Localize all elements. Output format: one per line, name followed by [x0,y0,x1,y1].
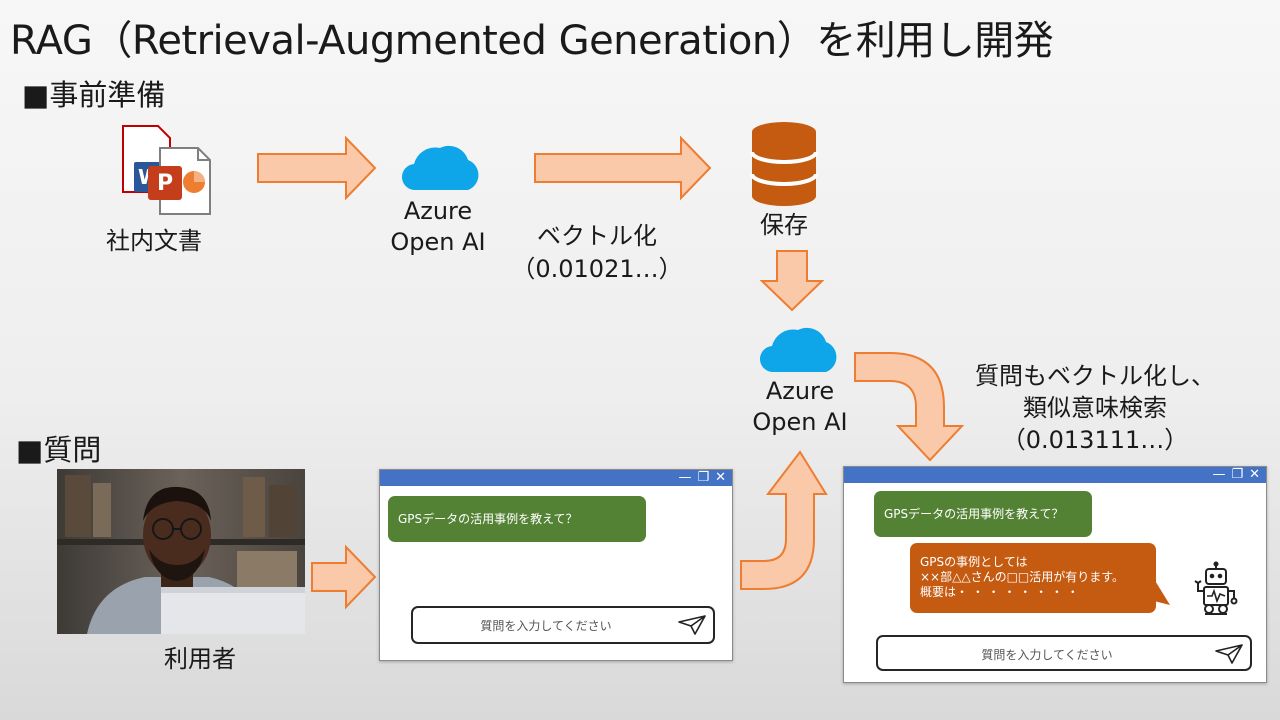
question-input[interactable] [423,614,669,638]
section-preparation: ■事前準備 [22,78,166,112]
page-title: RAG（Retrieval-Augmented Generation）を利用し開… [10,18,1054,64]
storage-label: 保存 [760,211,808,239]
ai-answer-bubble: GPSの事例としては ××部△△さんの□□活用が有ります。 概要は・ ・ ・ ・… [910,543,1156,613]
close-button[interactable]: ✕ [1249,467,1260,482]
section-question: ■質問 [16,433,102,467]
cloud-icon [401,145,479,191]
send-icon[interactable] [677,614,707,636]
arrow-chat-to-azure [740,450,828,590]
internal-documents-icon: W P [122,125,211,215]
close-button[interactable]: ✕ [715,470,726,485]
restore-button[interactable]: ❐ [697,470,710,485]
query-note-line-2: 類似意味検索 [1023,394,1167,422]
user-photo [57,469,305,634]
azure-openai-label-2: Azure Open AI [752,377,848,436]
powerpoint-document-icon: P [148,147,211,215]
azure-openai-label: Azure Open AI [390,197,486,256]
answer-bubble-tail [1154,579,1170,605]
arrow-storage-to-azure [759,250,825,312]
user-label: 利用者 [164,645,236,673]
vectorize-label: ベクトル化 [537,222,657,250]
question-input-box [876,635,1252,671]
robot-icon [1194,561,1238,615]
chat-window-answer: — ❐ ✕ GPSデータの活用事例を教えて？ GPSの事例としては ××部△△さ… [843,466,1267,683]
vector-value-1: （0.01021…） [511,255,683,283]
vector-value-2: （0.013111…） [1001,426,1189,454]
arrow-azure-to-storage [534,135,712,201]
internal-docs-label: 社内文書 [106,227,202,255]
user-question-bubble: GPSデータの活用事例を教えて？ [874,491,1092,537]
user-question-bubble: GPSデータの活用事例を教えて？ [388,496,646,542]
chat-window-question: — ❐ ✕ GPSデータの活用事例を教えて？ [379,469,733,661]
minimize-button[interactable]: — [678,470,692,485]
arrow-azure-to-answer [854,352,965,462]
minimize-button[interactable]: — [1212,467,1226,482]
send-icon[interactable] [1214,643,1244,665]
svg-text:P: P [157,171,173,196]
question-input[interactable] [888,643,1206,667]
restore-button[interactable]: ❐ [1231,467,1244,482]
arrow-user-to-chat [311,544,377,610]
cloud-icon [759,327,837,373]
arrow-docs-to-azure [257,135,377,201]
database-icon [750,122,818,206]
window-title-bar: — ❐ ✕ [844,467,1266,483]
query-note-line-1: 質問もベクトル化し、 [975,362,1215,390]
window-title-bar: — ❐ ✕ [380,470,732,486]
question-input-box [411,606,715,644]
